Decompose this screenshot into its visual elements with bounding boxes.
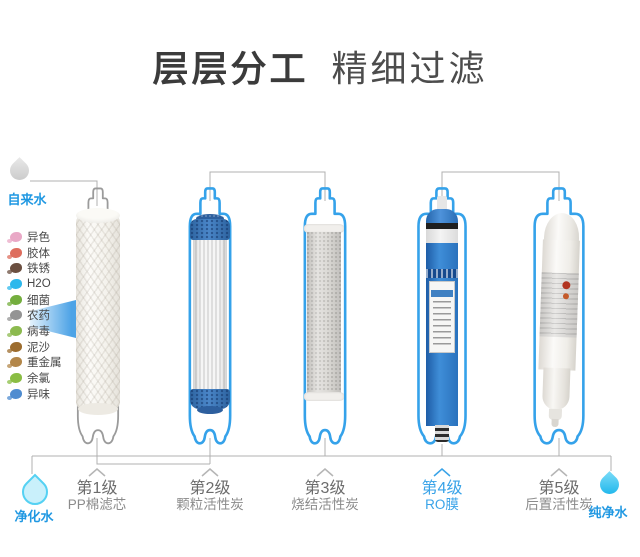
- virus-icon: [7, 325, 22, 337]
- filter-tip: [551, 418, 559, 428]
- contaminant-label: H2O: [27, 277, 51, 290]
- filter-bottom-cap: [190, 389, 230, 409]
- contaminant-label: 铁锈: [27, 263, 50, 276]
- pp-cotton-filter-image: [76, 208, 120, 415]
- contaminant-label: 病毒: [27, 325, 50, 338]
- stage-level: 第5级: [538, 480, 580, 497]
- chevron-up-icon: [316, 468, 334, 477]
- contaminant-item: 病毒: [7, 323, 62, 339]
- stage-label-3: 第3级 烧结活性炭: [265, 480, 385, 512]
- cartridge-outline-stage3: [301, 183, 349, 450]
- contaminant-item: 铁锈: [7, 260, 62, 276]
- contaminant-label: 异味: [27, 388, 50, 401]
- page-title: 层层分工 精细过滤: [0, 40, 640, 92]
- stage-level: 第1级: [76, 480, 118, 497]
- contaminant-label: 细菌: [27, 294, 50, 307]
- membrane-label-header: [431, 290, 453, 297]
- cartridge-outline-stage5: [530, 183, 588, 450]
- post-carbon-filter-image: [536, 212, 581, 435]
- chlorine-icon: [7, 373, 22, 385]
- stage-name: 烧结活性炭: [291, 497, 359, 512]
- contaminant-list: 异色 胶体 铁锈 H2O 细菌 农药 病毒 泥沙 重金属 余氯 异味: [7, 229, 62, 402]
- membrane-print-band: [426, 269, 458, 278]
- filter-taper: [542, 367, 571, 411]
- title-bold-part: 层层分工: [152, 48, 309, 89]
- contaminant-item: 农药: [7, 307, 62, 323]
- granular-carbon-filter-image: [190, 214, 230, 414]
- contaminant-item: 余氯: [7, 370, 62, 386]
- contaminant-label: 异色: [27, 231, 50, 244]
- water-icon: [7, 278, 22, 290]
- pipe-stage1-to-stage2: [96, 456, 210, 465]
- contaminant-item: 胶体: [7, 245, 62, 261]
- contaminant-item: H2O: [7, 276, 62, 292]
- rust-icon: [7, 263, 22, 275]
- contaminant-item: 异味: [7, 386, 62, 402]
- contaminant-item: 异色: [7, 229, 62, 245]
- stage-label-2: 第2级 颗粒活性炭: [150, 480, 270, 512]
- filter-top-cap: [190, 219, 230, 240]
- sintered-carbon-filter-image: [304, 224, 344, 401]
- colloid-icon: [7, 247, 22, 259]
- heavy-metal-icon: [7, 357, 22, 369]
- purified-water-label: 净化水: [14, 509, 54, 524]
- membrane-bottom-fitting: [435, 425, 449, 442]
- contaminant-label: 泥沙: [27, 341, 50, 354]
- pipe-tap-to-stage1: [30, 180, 98, 206]
- pure-water-label: 纯净水: [588, 505, 628, 520]
- contaminant-label: 重金属: [27, 357, 62, 370]
- contaminant-item: 重金属: [7, 355, 62, 371]
- membrane-white-band: [426, 229, 458, 243]
- contaminant-label: 胶体: [27, 247, 50, 260]
- stage-level: 第3级: [304, 480, 346, 497]
- filter-bottom-cap: [304, 392, 344, 401]
- chevron-up-icon: [88, 468, 106, 477]
- contaminant-item: 泥沙: [7, 339, 62, 355]
- contaminant-label: 余氯: [27, 373, 50, 386]
- filter-label: [539, 272, 579, 338]
- pipe-stage2-to-stage3: [209, 171, 326, 201]
- stage-label-4: 第4级 RO膜: [382, 480, 502, 512]
- contaminant-label: 农药: [27, 310, 50, 323]
- membrane-stem: [437, 196, 447, 211]
- pesticide-icon: [7, 310, 22, 322]
- filter-top-cap: [304, 224, 344, 233]
- membrane-label-text-lines: [433, 301, 451, 348]
- membrane-body: [426, 243, 458, 426]
- tap-water-label: 自来水: [7, 192, 47, 207]
- chevron-up-icon: [550, 468, 568, 477]
- discoloration-icon: [7, 231, 22, 243]
- stage-name: PP棉滤芯: [67, 497, 127, 512]
- membrane-o-ring: [426, 223, 458, 229]
- membrane-label: [429, 281, 455, 353]
- stage-label-1: 第1级 PP棉滤芯: [37, 480, 157, 512]
- cartridge-outline-stage2: [186, 183, 234, 450]
- brand-logo-icon: [562, 281, 571, 290]
- pipe-stage4-to-stage5: [441, 171, 560, 201]
- filter-body: [307, 232, 341, 393]
- odor-icon: [7, 388, 22, 400]
- stage-level: 第4级: [421, 480, 463, 497]
- stage-name: 颗粒活性炭: [176, 497, 244, 512]
- stage-label-5: 第5级 后置活性炭: [499, 480, 619, 512]
- membrane-cap: [426, 209, 458, 223]
- title-light-part: 精细过滤: [331, 48, 488, 89]
- contaminant-item: 细菌: [7, 292, 62, 308]
- ro-membrane-image: [426, 196, 458, 442]
- stage-name: 后置活性炭: [525, 497, 593, 512]
- filter-bottom-cap: [197, 406, 223, 414]
- stage-name: RO膜: [425, 497, 459, 512]
- filter-top-cap: [196, 214, 224, 223]
- stage-level: 第2级: [189, 480, 231, 497]
- sediment-icon: [7, 341, 22, 353]
- chevron-up-icon: [433, 468, 451, 477]
- filter-body: [193, 240, 227, 389]
- bacteria-icon: [7, 294, 22, 306]
- chevron-up-icon: [201, 468, 219, 477]
